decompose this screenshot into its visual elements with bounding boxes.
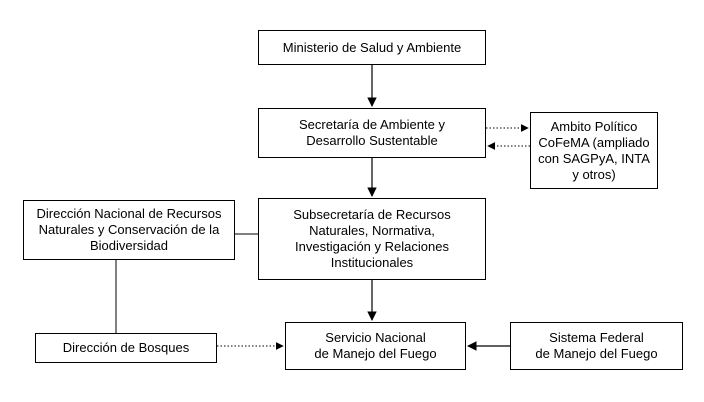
node-direccion-bosques: Dirección de Bosques <box>35 333 217 363</box>
node-ministerio: Ministerio de Salud y Ambiente <box>258 30 486 65</box>
node-servicio-nacional: Servicio Nacional de Manejo del Fuego <box>285 322 466 370</box>
node-ambito-politico: Ambito Político CoFeMA (ampliado con SAG… <box>530 112 658 189</box>
node-subsecretaria: Subsecretaría de Recursos Naturales, Nor… <box>258 198 486 280</box>
node-secretaria: Secretaría de Ambiente y Desarrollo Sust… <box>258 108 486 158</box>
node-sistema-federal: Sistema Federal de Manejo del Fuego <box>510 322 683 370</box>
node-direccion-nacional: Dirección Nacional de Recursos Naturales… <box>23 200 235 260</box>
